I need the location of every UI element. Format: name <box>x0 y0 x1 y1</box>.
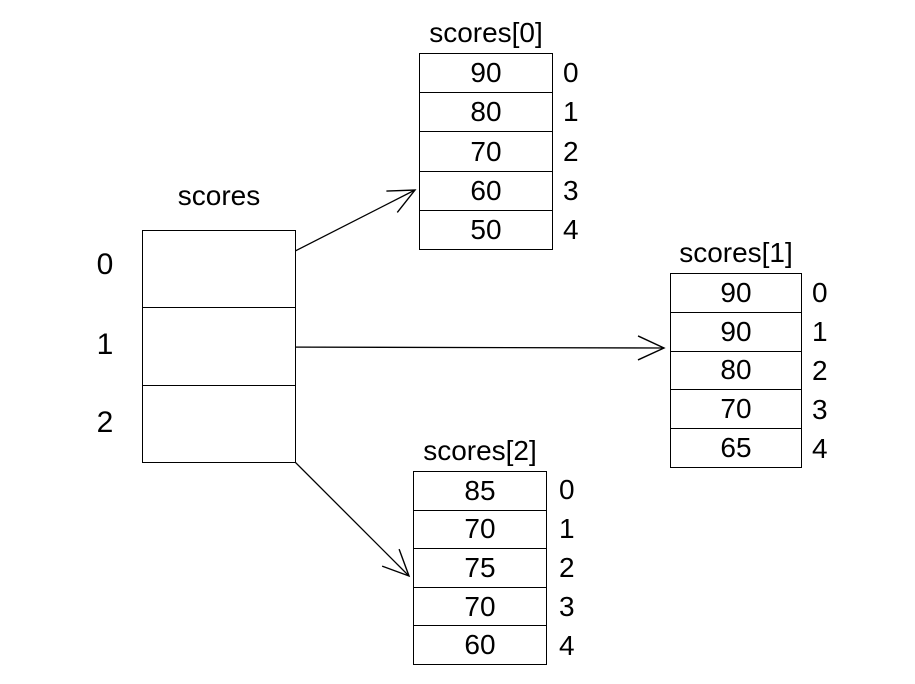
sub-array-2-value-2: 75 <box>414 549 546 588</box>
main-array <box>142 230 296 463</box>
sub-array-0-index-0: 0 <box>563 56 579 88</box>
sub-array-1-index-3: 3 <box>812 393 828 425</box>
sub-array-0-value-4: 50 <box>470 213 502 245</box>
sub-array-0-index-2: 2 <box>563 135 579 167</box>
sub-array-1-index-1: 1 <box>812 315 828 347</box>
sub-array-2-index-3: 3 <box>559 590 575 622</box>
main-array-index-2: 2 <box>96 406 114 439</box>
main-array-title: scores <box>177 180 261 211</box>
sub-array-2-table: 85 70 75 70 60 <box>413 471 547 665</box>
sub-array-1-index-2: 2 <box>812 354 828 386</box>
sub-array-1-indices: 0 1 2 3 4 <box>812 273 848 468</box>
sub-array-0-indices: 0 1 2 3 4 <box>563 53 599 250</box>
main-array-index-1: 1 <box>96 328 114 361</box>
sub-array-1-value-0: 90 <box>671 274 801 313</box>
sub-array-1-value-3: 70 <box>671 390 801 430</box>
main-array-cell-1 <box>143 308 295 386</box>
sub-array-2-indices: 0 1 2 3 4 <box>559 471 595 665</box>
main-array-index-0: 0 <box>96 248 114 281</box>
sub-array-2-value-4: 60 <box>464 629 496 661</box>
sub-array-0-title: scores[0] <box>429 17 543 48</box>
sub-array-1-index-0: 0 <box>812 276 828 308</box>
sub-array-1-title: scores[1] <box>679 237 793 268</box>
sub-array-2-value-1: 70 <box>414 511 546 550</box>
sub-array-2-value-3: 70 <box>414 588 546 627</box>
sub-array-2-index-1: 1 <box>559 513 575 545</box>
sub-array-0-value-0: 90 <box>420 54 552 94</box>
sub-array-2-title: scores[2] <box>423 435 537 466</box>
sub-array-0-index-1: 1 <box>563 96 579 128</box>
sub-array-0-value-2: 70 <box>420 132 552 172</box>
arrow-to-scores1 <box>250 335 666 361</box>
sub-array-2-value-0: 85 <box>414 472 546 511</box>
sub-array-0-index-4: 4 <box>563 214 579 246</box>
sub-array-1-index-4: 4 <box>812 432 828 464</box>
sub-array-0-value-1: 80 <box>420 93 552 133</box>
sub-array-0-table: 90 80 70 60 50 <box>419 53 553 250</box>
sub-array-2-index-4: 4 <box>559 629 575 661</box>
sub-array-1-value-1: 90 <box>671 313 801 352</box>
sub-array-2-index-0: 0 <box>559 474 575 506</box>
sub-array-1-table: 90 90 80 70 65 <box>670 273 802 468</box>
sub-array-1-value-4: 65 <box>720 432 752 464</box>
sub-array-0-value-3: 60 <box>420 172 552 211</box>
sub-array-0-index-3: 3 <box>563 174 579 206</box>
sub-array-2-index-2: 2 <box>559 551 575 583</box>
sub-array-1-value-2: 80 <box>671 352 801 391</box>
main-array-cell-2 <box>143 386 295 462</box>
main-array-cell-0 <box>143 231 295 309</box>
